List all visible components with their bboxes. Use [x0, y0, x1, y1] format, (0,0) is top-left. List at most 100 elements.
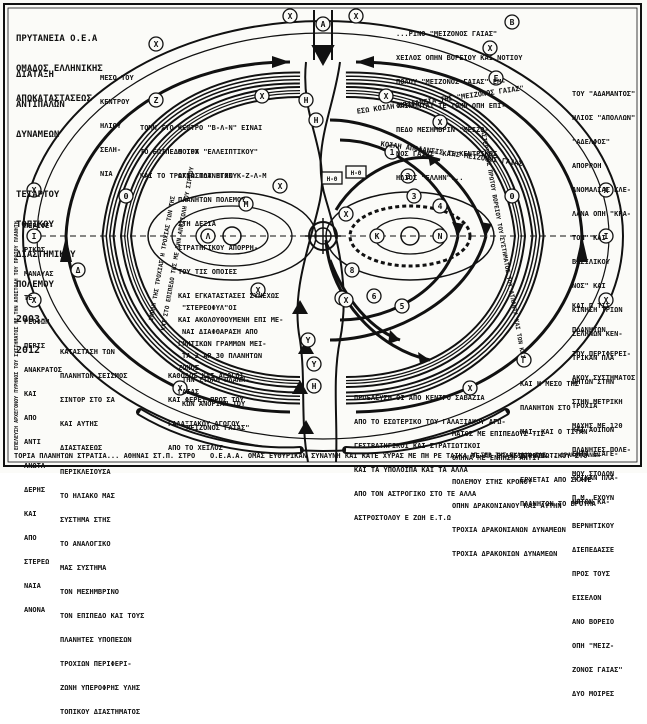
text-line: "ΣΤΕΡΕΟΦΥΛ"ΟΙ — [182, 304, 237, 312]
text-line: ΑΝΟ ΒΟΡΕΙΟ — [572, 618, 615, 626]
text-line: ...ΡΙΝΘ "ΜΕΙΖΟΝΟΣ ΓΑΙΑΣ" — [396, 30, 498, 38]
text-line: ΑΝΟΜΑΛΙΑΣ ΚΛΕ- — [572, 186, 632, 194]
node-label-x: Χ — [354, 12, 359, 21]
text-line: ΜΟΙΡΑ — [178, 148, 200, 156]
lower-center-note: ΚΑΘΟΔΟΣ ΚΑΙ ΑΓΩΓΟΙ ΚΑΙ ΦΕΡΕΙ ΠΡΟΣ ΤΟΥ ΓΑ… — [168, 356, 244, 460]
outer-arrow-arcs — [64, 60, 584, 414]
node-label-m: Μ — [244, 200, 249, 209]
node-label-x: Χ — [178, 384, 183, 393]
left-lower-block: ΠΕΡΙΦΕ- ΡΙΚΟΣ ΜΑΝΑΥΑΣ ΤΕ- ΡΕΟΦΩΝ ΠΕΡΙΣ Α… — [24, 206, 62, 622]
text-line: ΑΠΟ — [24, 414, 37, 422]
node-label-x: Χ — [438, 118, 443, 127]
header-line-1: ΠΡΥΤΑΝΕΙΑ Ο.Ε.Α — [16, 34, 98, 44]
text-line: ΑΠΟΡΡΟΗ — [572, 162, 602, 170]
text-line: ΖΟΝΟΣ ΓΑΙΑΣ" — [572, 666, 623, 674]
node-circle-y — [300, 332, 316, 348]
node-circle-th — [118, 188, 134, 204]
text-line: ΤΟΝ" ΚΑΙ — [572, 234, 606, 242]
node-circle-x — [598, 292, 614, 308]
text-line: ΤΗΝ ΣΤΟΛΗ ΠΛΑΝΗ- — [182, 376, 250, 384]
text-line: ΕΙΣΕΛΟΝ — [572, 594, 602, 602]
text-line: ΤΡΟΧΙΑ — [572, 402, 598, 410]
text-line: "ΜΕΙΖΟΝΟΣ ΓΑΙΑΣ" — [182, 424, 250, 432]
text-line: ΠΛΑΝΗΤΩΝ ΣΤΟ — [520, 404, 571, 412]
text-line: ΣΤΡΑΤΗΓΙΚΟΥ ΑΠΟΡΡΗ- — [178, 244, 259, 252]
node-label-d: Δ — [76, 266, 81, 275]
note-line: ΜΕΣΟ ΤΟΥ — [100, 74, 134, 82]
node-label-x: Χ — [154, 40, 159, 49]
node-label-n2: 2 — [406, 172, 411, 181]
node-circle-x — [272, 178, 288, 194]
text-line: ΡΙΚΟΣ — [24, 246, 46, 254]
date-start: 2003- — [16, 314, 47, 325]
text-line: ΣΤΕΡΕΩ — [24, 558, 50, 566]
node-label-n1: 1 — [390, 148, 395, 157]
text-line: ΔΙΕΠΕΔΑΣΣΕ — [572, 546, 615, 554]
text-line: ΠΛΑΝΗΤΕΣ ΠΟΛΕ- — [572, 446, 632, 454]
node-label-c: Γ — [522, 356, 527, 365]
center-top-text: ΤΟΜΗ ΣΤΟ ΚΕΝΤΡΟ "Β-Λ-Ν" ΕΙΝΑΙ ΤΟ ΕΠΙΠΕΔΟ… — [140, 108, 266, 188]
node-circle-z — [148, 92, 164, 108]
node-circle-i — [26, 228, 42, 244]
text-line: ΚΑΙ ΤΟ ΤΡΟΧΙΑ ΠΛΑΝΗΤΩΝ Κ-Z-Λ-Μ — [140, 172, 267, 180]
right-hatched-arc — [345, 71, 545, 405]
note-line: ΚΕΝΤΡΟΥ — [100, 98, 130, 106]
left-bottom-block: ΚΑΤΑΣΤΑΣΗ ΤΩΝ ΠΛΑΝΗΤΩΝ ΣΕΙΣΜΟΣ ΣΙΝΤΟΡ ΣΤ… — [60, 332, 144, 724]
node-label-n5: 5 — [400, 302, 405, 311]
node-circle-n5 — [394, 298, 410, 314]
node-label-x: Χ — [468, 384, 473, 393]
node-circle-i — [598, 228, 614, 244]
node-circle-h — [306, 378, 322, 394]
note-line: ΗΛΙΟΥ — [100, 122, 122, 130]
node-label-h: Η — [314, 116, 319, 125]
text-line: ΤΟΝ ΜΕΣΗΜΒΡΙΝΟ — [60, 588, 120, 596]
text-line: ΚΑΤΑΣΤΑΣΗ ΤΩΝ — [60, 348, 115, 356]
left-block-line: ΑΝΤΙΠΑΛΩΝ — [16, 100, 65, 110]
node-markers: ΑΧΧΒΧΧΔΖΕΗΗΗΘΘΙΙΧΧΧΧΚΛΜΝ12345678ΓΥΥΧΧΧΧΧ… — [26, 8, 614, 396]
node-label-th: Θ — [124, 192, 129, 201]
node-label-x: Χ — [256, 286, 261, 295]
node-label-x: Χ — [278, 182, 283, 191]
text-line: ΝΑΙΑ — [24, 582, 41, 590]
node-circle-x — [598, 182, 614, 198]
text-line: ΚΑΙ ΑΚΟΛΟΥΘΟΥΜΕΝΗ ΕΠΙ ΜΕ- — [178, 316, 284, 324]
node-circle-n — [432, 228, 448, 244]
date-end: 2012 — [16, 345, 41, 356]
text-line: ΑΝΤΙ — [24, 438, 41, 446]
node-circle-x — [282, 8, 298, 24]
node-label-h: Η — [312, 382, 317, 391]
text-line: ΜΑΙ. ΚΑΙ Ο ΤΙΤΑΝ — [520, 428, 588, 436]
text-line: ΠΛΑΝΗΤΩΝ — [572, 326, 606, 334]
top-right-block: ...ΡΙΝΘ "ΜΕΙΖΟΝΟΣ ΓΑΙΑΣ" ΧΕΙΛΟΣ ΟΠΗΝ ΒΟΡ… — [396, 14, 522, 190]
node-label-h: Η — [304, 96, 309, 105]
node-label-a: Α — [321, 20, 326, 29]
text-line: ΔΕΡΗΣ — [24, 486, 46, 494]
text-line: ΚΑΙ — [24, 390, 37, 398]
text-line: ΠΛΑΝΗΤΩΝ ΣΕΙΣΜΟΣ — [60, 372, 128, 380]
text-line: ΡΕΟΦΩΝ — [24, 318, 50, 326]
node-label-x: Χ — [288, 12, 293, 21]
node-label-x: Χ — [260, 92, 265, 101]
node-circle-n8 — [344, 262, 360, 278]
text-line: ΦΑΙΝΟΝΤΑΙ ΤΕ ΤΟΜΗ ΟΠΗ ΕΠΙ- — [396, 102, 506, 110]
text-line: ΑΚΟΥ ΣΥΣΤΗΜΑΤΟΣ — [572, 374, 636, 382]
node-box-label-hth2: Η-Θ — [327, 176, 338, 183]
node-circle-x — [432, 114, 448, 130]
node-label-th: Θ — [510, 192, 515, 201]
text-line: ΤΡΟΧΙΩΝ ΠΕΡΙΦΕΡΙ- — [60, 660, 132, 668]
node-circle-x — [26, 182, 42, 198]
text-line: ΝΑΙ ΔΙΑΦΘΑΡΑΣΗ ΑΠΟ — [182, 328, 258, 336]
node-label-x: Χ — [604, 296, 609, 305]
text-line: ΠΟΛΟΥ "ΜΕΙΖΟΝΟΣ ΓΑΙΑΣ" ΕΜ- — [396, 78, 506, 86]
text-line: ΤΕ- — [24, 294, 37, 302]
text-line: ΔΥΟ ΜΟΙΡΕΣ — [572, 690, 615, 698]
central-node — [305, 218, 341, 254]
text-line: ΧΕΙΛΟΣ ΟΠΗΝ ΒΟΡΕΙΟΥ ΚΑΙ ΝΟΤΙΟΥ — [396, 54, 523, 62]
arc-label-bottom-right: ΑΠ ΣΕΡ ΤΗΣ ΣΚΑΦΩΝ ΤΑΣ... ΔΡΑΚΟΝΙΑΝΩΝ — [470, 452, 601, 459]
text-line: ΚΑΘΟΔΟΣ ΚΑΙ ΑΓΩΓΟΙ — [168, 372, 244, 380]
node-circle-x — [26, 292, 42, 308]
text-line: ΑΓΝΩΣΤΟΥ ΕΓΧΟΥ — [178, 172, 238, 180]
inner-frame — [7, 7, 638, 463]
text-line: ΤΟΜΗ ΣΤΟ ΚΕΝΤΡΟ "Β-Λ-Ν" ΕΙΝΑΙ — [140, 124, 263, 132]
text-line: "ΑΔΕΛΦΟΣ" — [572, 138, 610, 146]
